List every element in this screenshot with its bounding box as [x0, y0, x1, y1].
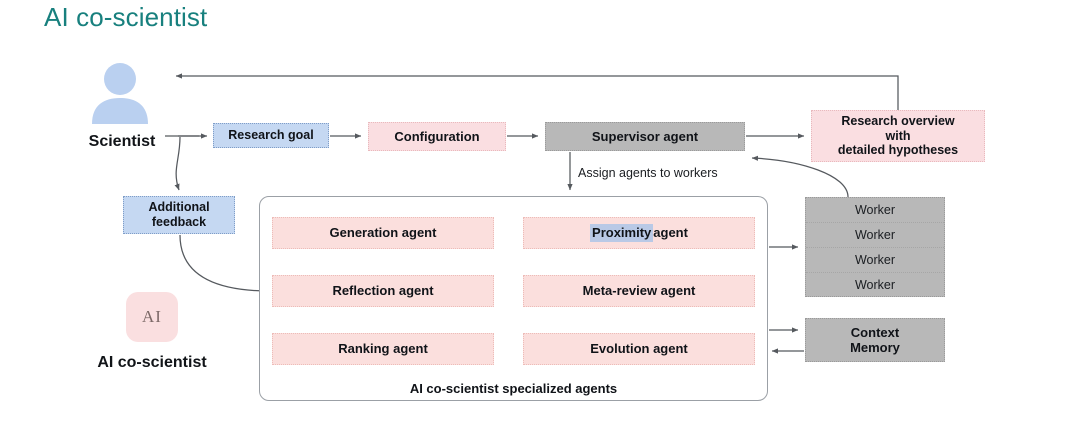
additional-feedback-line-2: feedback — [151, 215, 207, 229]
node-meta-review-agent[interactable]: Meta-review agent — [523, 275, 755, 307]
node-configuration[interactable]: Configuration — [368, 122, 506, 151]
worker-row[interactable]: Worker — [806, 198, 944, 223]
edge-label-assign-agents: Assign agents to workers — [578, 166, 718, 180]
scientist-label: Scientist — [88, 133, 156, 150]
node-evolution-agent[interactable]: Evolution agent — [523, 333, 755, 365]
additional-feedback-line-1: Additional — [148, 200, 210, 215]
node-additional-feedback[interactable]: Additional feedback — [123, 196, 235, 234]
ai-coscientist-logo: AI — [126, 292, 178, 342]
node-ranking-agent[interactable]: Ranking agent — [272, 333, 494, 365]
node-context-memory[interactable]: Context Memory — [805, 318, 945, 362]
worker-row[interactable]: Worker — [854, 278, 896, 293]
node-generation-agent[interactable]: Generation agent — [272, 217, 494, 249]
context-memory-line-1: Context — [850, 324, 900, 340]
worker-row[interactable]: Worker — [806, 223, 944, 248]
node-worker-stack[interactable]: Worker Worker Worker Worker — [805, 197, 945, 297]
ai-coscientist-caption: AI co-scientist — [97, 354, 207, 371]
node-supervisor-agent[interactable]: Supervisor agent — [545, 122, 745, 151]
node-research-goal[interactable]: Research goal — [213, 123, 329, 148]
research-overview-line-3: detailed hypotheses — [837, 143, 959, 158]
node-reflection-agent[interactable]: Reflection agent — [272, 275, 494, 307]
node-proximity-agent[interactable]: Proximity agent — [523, 217, 755, 249]
worker-row[interactable]: Worker — [806, 248, 944, 273]
page-title: AI co-scientist — [44, 2, 208, 32]
node-research-overview[interactable]: Research overview with detailed hypothes… — [811, 110, 985, 162]
scientist-avatar-icon — [92, 63, 148, 124]
research-overview-line-1: Research overview — [841, 113, 955, 128]
research-overview-line-2: with — [885, 128, 911, 143]
specialized-agents-caption: AI co-scientist specialized agents — [409, 381, 618, 396]
proximity-agent-label: agent — [653, 225, 688, 241]
proximity-agent-highlight: Proximity — [590, 224, 654, 242]
context-memory-line-2: Memory — [850, 340, 900, 355]
